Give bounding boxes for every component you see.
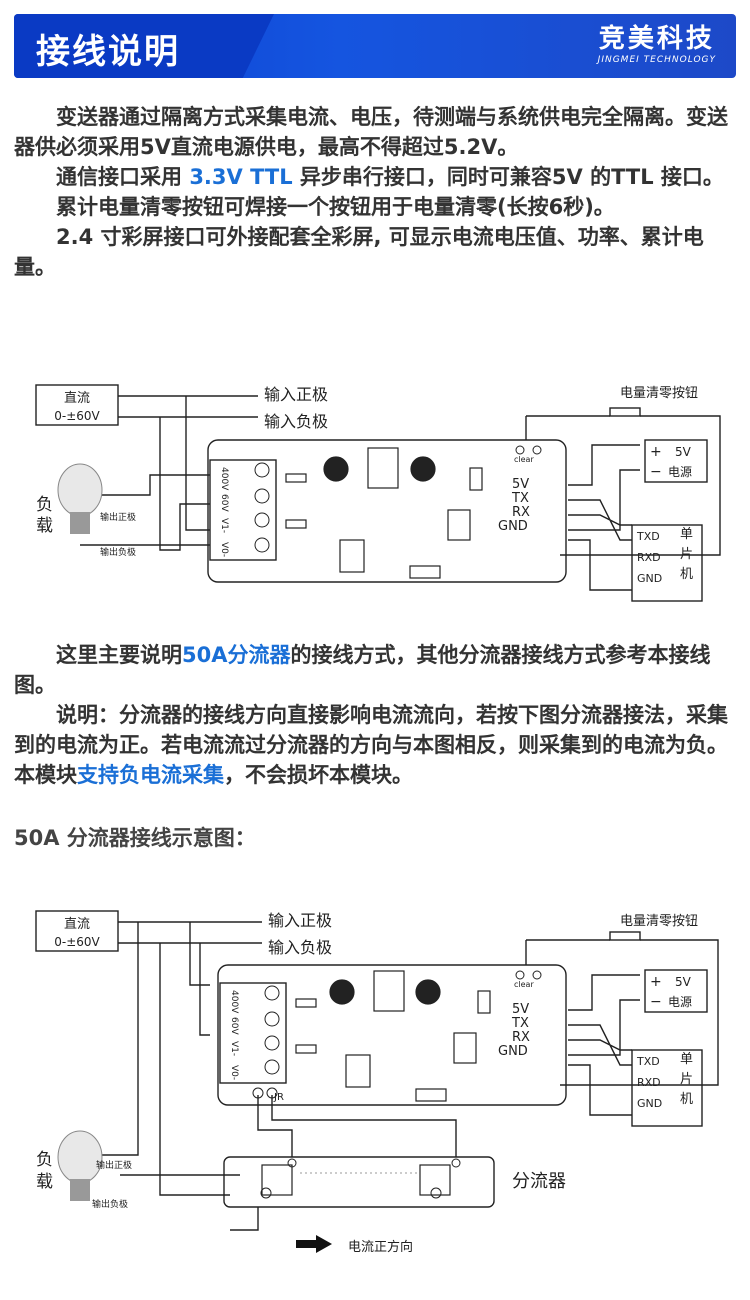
mcu-label-3-2: 机 bbox=[680, 1092, 693, 1107]
pin-rx-2: RX bbox=[512, 1030, 530, 1045]
terminal-400v-2: 400V bbox=[229, 990, 239, 1014]
dc-line2: 0-±60V bbox=[54, 409, 100, 423]
load-label-1-2: 负 bbox=[36, 1150, 53, 1170]
header-accent bbox=[14, 14, 274, 78]
pin-gnd-2: GND bbox=[498, 1044, 528, 1059]
pin-tx-2: TX bbox=[511, 1016, 529, 1031]
pin-rx: RX bbox=[512, 505, 530, 520]
power-plus-2: + bbox=[650, 974, 662, 990]
jr-label: JR bbox=[273, 1092, 284, 1103]
shunt-diagram-heading: 50A 分流器接线示意图： bbox=[14, 826, 256, 850]
mcu-txd-2: TXD bbox=[636, 1055, 660, 1068]
bulb-icon bbox=[57, 463, 103, 534]
terminal-60v: 60V bbox=[219, 494, 229, 512]
mcu-label-1: 单 bbox=[680, 527, 693, 542]
dc-source-box bbox=[35, 384, 119, 426]
text-span: 说明：分流器的接线方向直接影响电流流向，若按下图分流器接法，采集到的电流为正。若… bbox=[14, 703, 728, 787]
shunt-paragraph-2: 说明：分流器的接线方向直接影响电流流向，若按下图分流器接法，采集到的电流为正。若… bbox=[14, 700, 736, 790]
terminal-60v-2: 60V bbox=[229, 1017, 239, 1035]
wiring-diagram-shunt: 直流 0-±60V 输入正极 输入负极 电量清零按钮 clear + − 5V … bbox=[0, 895, 750, 1265]
dc-line1-2: 直流 bbox=[64, 917, 90, 932]
load-label-2: 载 bbox=[36, 516, 53, 536]
power-plus: + bbox=[650, 444, 662, 460]
input-negative-label: 输入负极 bbox=[264, 412, 328, 431]
power-5v: 5V bbox=[675, 445, 692, 459]
mcu-box-2 bbox=[631, 1049, 703, 1127]
current-direction-label: 电流正方向 bbox=[348, 1239, 413, 1255]
shunt-body bbox=[223, 1156, 495, 1208]
power-5v-2: 5V bbox=[675, 975, 692, 989]
brand-logo: 竞美科技 JINGMEI TECHNOLOGY bbox=[598, 24, 716, 66]
power-label: 电源 bbox=[668, 465, 692, 479]
mcu-txd: TXD bbox=[636, 530, 660, 543]
mcu-label-3: 机 bbox=[680, 567, 693, 582]
power-label-2: 电源 bbox=[668, 995, 692, 1009]
intro-paragraph-1: 变送器通过隔离方式采集电流、电压，待测端与系统供电完全隔离。变送器供必须采用5V… bbox=[14, 105, 728, 159]
pin-5v-2: 5V bbox=[512, 1002, 529, 1017]
power-box-2 bbox=[644, 969, 708, 1013]
mcu-rxd: RXD bbox=[637, 551, 661, 564]
terminal-v0: V0- bbox=[219, 542, 229, 557]
output-negative-label: 输出负极 bbox=[100, 546, 136, 558]
terminal-v1: V1- bbox=[219, 518, 229, 533]
output-negative-label-2: 输出负极 bbox=[92, 1198, 128, 1210]
output-positive-label: 输出正极 bbox=[100, 511, 136, 523]
terminal-v0-2: V0- bbox=[229, 1065, 239, 1080]
shunt-highlight: 50A分流器 bbox=[182, 643, 291, 667]
mcu-gnd-2: GND bbox=[637, 1097, 662, 1110]
intro-paragraph-2: 通信接口采用 3.3V TTL 异步串行接口，同时可兼容5V 的TTL 接口。 bbox=[14, 162, 736, 192]
mcu-label-2: 片 bbox=[680, 547, 693, 562]
mcu-rxd-2: RXD bbox=[637, 1076, 661, 1089]
shunt-label: 分流器 bbox=[512, 1171, 566, 1192]
text-span: 的接线方式，其他分流器接线方式参考本接线图。 bbox=[14, 643, 711, 697]
text-span: ，不会损坏本模块。 bbox=[224, 763, 413, 787]
terminal-400v: 400V bbox=[219, 467, 229, 491]
dc-line1: 直流 bbox=[64, 391, 90, 406]
terminal-v1-2: V1- bbox=[229, 1041, 239, 1056]
mcu-label-1-2: 单 bbox=[680, 1052, 693, 1067]
dc-source-box-2 bbox=[35, 910, 119, 952]
brand-name: 竞美科技 bbox=[598, 24, 715, 54]
input-positive-label: 输入正极 bbox=[264, 385, 328, 404]
current-direction-arrow bbox=[296, 1235, 332, 1253]
text-span: 这里主要说明 bbox=[56, 643, 182, 667]
power-minus: − bbox=[650, 464, 662, 480]
pin-tx: TX bbox=[511, 491, 529, 506]
mcu-gnd: GND bbox=[637, 572, 662, 585]
shunt-paragraph-1: 这里主要说明50A分流器的接线方式，其他分流器接线方式参考本接线图。 bbox=[14, 640, 736, 700]
page-title: 接线说明 bbox=[36, 32, 180, 72]
input-negative-label-2: 输入负极 bbox=[268, 938, 332, 957]
power-box bbox=[644, 439, 708, 483]
brand-name-en: JINGMEI TECHNOLOGY bbox=[597, 55, 716, 65]
intro-text: 变送器通过隔离方式采集电流、电压，待测端与系统供电完全隔离。变送器供必须采用5V… bbox=[14, 102, 736, 282]
input-positive-label-2: 输入正极 bbox=[268, 911, 332, 930]
module-board-2 bbox=[217, 964, 567, 1106]
power-minus-2: − bbox=[650, 994, 662, 1010]
module-board bbox=[207, 439, 567, 583]
text-span: 通信接口采用 bbox=[56, 165, 190, 189]
negative-current-highlight: 支持负电流采集 bbox=[77, 763, 224, 787]
pin-gnd: GND bbox=[498, 519, 528, 534]
shunt-text: 这里主要说明50A分流器的接线方式，其他分流器接线方式参考本接线图。 说明：分流… bbox=[14, 640, 736, 790]
wiring-diagram-2-svg: 直流 0-±60V 输入正极 输入负极 电量清零按钮 clear + − 5V … bbox=[35, 910, 719, 1255]
clear-button-label-2: 电量清零按钮 bbox=[620, 914, 698, 929]
mcu-label-2-2: 片 bbox=[680, 1072, 693, 1087]
text-span: 异步串行接口，同时可兼容5V 的TTL 接口。 bbox=[292, 165, 724, 189]
clear-button-label: 电量清零按钮 bbox=[620, 386, 698, 401]
wiring-diagram-basic: 直流 0-±60V 输入正极 输入负极 电量清零按钮 clear + − 5V … bbox=[0, 370, 750, 610]
clear-silk-2: clear bbox=[514, 980, 534, 989]
dc-line2-2: 0-±60V bbox=[54, 935, 100, 949]
page-header: 接线说明 竞美科技 JINGMEI TECHNOLOGY bbox=[14, 14, 736, 78]
wiring-diagram-1-svg: 直流 0-±60V 输入正极 输入负极 电量清零按钮 clear + − 5V … bbox=[35, 384, 721, 602]
intro-paragraph-3: 累计电量清零按钮可焊接一个按钮用于电量清零(长按6秒)。 bbox=[56, 195, 615, 219]
pin-5v: 5V bbox=[512, 477, 529, 492]
ttl-highlight: 3.3V TTL bbox=[189, 165, 293, 189]
bulb-icon-2 bbox=[57, 1130, 103, 1201]
load-label-1: 负 bbox=[36, 495, 53, 515]
load-label-2-2: 载 bbox=[36, 1172, 53, 1192]
clear-silk: clear bbox=[514, 455, 534, 464]
intro-paragraph-4: 2.4 寸彩屏接口可外接配套全彩屏, 可显示电流电压值、功率、累计电量。 bbox=[14, 225, 704, 279]
mcu-box bbox=[631, 524, 703, 602]
output-positive-label-2: 输出正极 bbox=[96, 1159, 132, 1171]
